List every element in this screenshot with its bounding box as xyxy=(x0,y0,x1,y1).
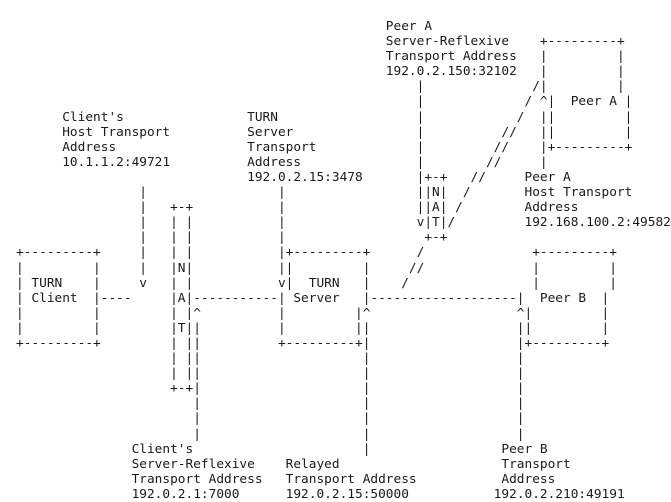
diagram-line: 192.0.2.1:7000 192.0.2.15:50000 192.0.2.… xyxy=(16,486,625,502)
ascii-diagram-art: Peer A Server-Reflexive +---------+ Tran… xyxy=(16,19,671,502)
diagram-line: | /| | xyxy=(16,79,625,95)
diagram-line: | Client |---- |A|-----------| Server |-… xyxy=(16,290,610,306)
diagram-line: Address Transport | // |+---------+ xyxy=(16,139,633,155)
diagram-line: Server-Reflexive +---------+ xyxy=(16,34,625,50)
diagram-line: 10.1.1.2:49721 Address | // | xyxy=(16,154,548,170)
diagram-line: | / ^| Peer A | xyxy=(16,94,633,110)
diagram-line: | | | | +-+ xyxy=(16,230,448,246)
diagram-line: | | | |N| || | // | | xyxy=(16,260,617,276)
diagram-line: | | ||N| / Host Transport xyxy=(16,185,633,201)
diagram-line: | | | |^ | |^ ^| | xyxy=(16,305,610,321)
diagram-line: Transport Address | | xyxy=(16,49,625,65)
diagram-line: | || | | xyxy=(16,351,525,367)
diagram-line: | +-+ | ||A| / Address xyxy=(16,200,579,216)
diagram-line: Client's | Peer B xyxy=(16,441,548,457)
diagram-line: +-+| | | xyxy=(16,381,525,397)
diagram-line: 192.0.2.15:3478 |+-+ // Peer A xyxy=(16,169,571,185)
diagram-line: | TURN | v | | v| TURN | / | | xyxy=(16,275,617,291)
diagram-line: | | | | v|T|/ 192.168.100.2:49582 xyxy=(16,215,671,231)
diagram-line: +---------+ | | | |+---------+ / +------… xyxy=(16,245,617,261)
diagram-line: | | | xyxy=(16,426,525,442)
diagram-line: Host Transport Server | // || | xyxy=(16,124,633,140)
diagram-line: Server-Reflexive Relayed Transport xyxy=(16,456,571,472)
diagram-line: | | | xyxy=(16,396,525,412)
turn-topology-diagram: Peer A Server-Reflexive +---------+ Tran… xyxy=(16,19,671,502)
diagram-line: Peer A xyxy=(16,19,433,34)
diagram-line: Client's TURN | / || | xyxy=(16,109,633,125)
diagram-line: +---------+ | || +---------+| |+--------… xyxy=(16,335,610,351)
diagram-line: Transport Address Transport Address Addr… xyxy=(16,471,556,487)
diagram-line: | | | xyxy=(16,411,525,427)
diagram-line: | || | | xyxy=(16,366,525,382)
diagram-line: 192.0.2.150:32102 | | xyxy=(16,64,625,80)
diagram-line: | | |T|| | || || | xyxy=(16,320,610,336)
